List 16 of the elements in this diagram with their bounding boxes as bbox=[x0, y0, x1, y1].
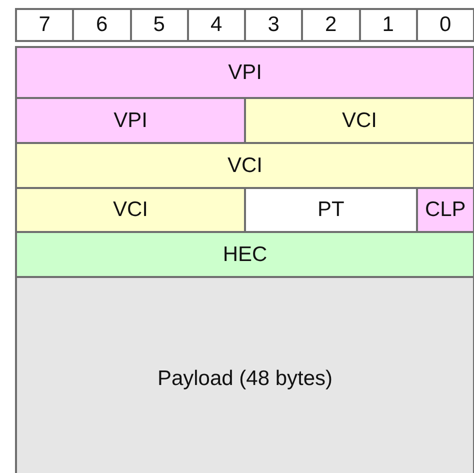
header-field: VCI bbox=[15, 142, 474, 189]
bit-number: 7 bbox=[15, 8, 74, 42]
header-field: VCI bbox=[244, 97, 474, 144]
bit-number: 3 bbox=[244, 8, 304, 42]
header-field: CLP bbox=[416, 187, 474, 233]
header-field: VPI bbox=[15, 46, 474, 99]
bit-number: 4 bbox=[186, 8, 246, 42]
bit-number: 5 bbox=[130, 8, 189, 42]
header-field: HEC bbox=[15, 231, 474, 278]
bit-number: 6 bbox=[72, 8, 132, 42]
header-field: VPI bbox=[15, 97, 246, 144]
header-field: VCI bbox=[15, 187, 246, 233]
bit-number: 1 bbox=[358, 8, 418, 42]
payload-field: Payload (48 bytes) bbox=[15, 276, 474, 473]
bit-number: 2 bbox=[301, 8, 360, 42]
bit-number: 0 bbox=[416, 8, 474, 42]
